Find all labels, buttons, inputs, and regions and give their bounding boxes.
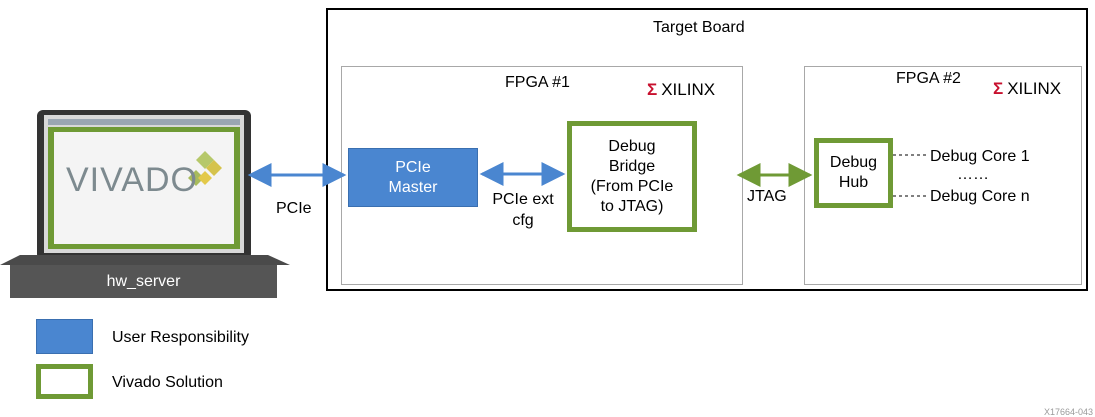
xilinx-logo-icon: Σ (993, 79, 1004, 98)
debug-bridge-block: Debug Bridge (From PCIe to JTAG) (567, 121, 697, 232)
pcie-ext-label-line1: PCIe ext (492, 191, 554, 208)
jtag-link-label: JTAG (747, 188, 787, 205)
legend-user-responsibility-label: User Responsibility (112, 329, 249, 346)
debug-bridge-line2: Bridge (608, 157, 656, 175)
vivado-wordmark: VIVADO (66, 161, 198, 199)
legend-user-responsibility-swatch (36, 319, 93, 354)
pcie-link-label: PCIe (276, 200, 312, 217)
pcie-master-line2: Master (388, 178, 438, 196)
debug-bridge-line4: to JTAG) (600, 197, 664, 215)
debug-hub-block: Debug Hub (814, 138, 893, 208)
debug-bridge-line1: Debug (608, 137, 656, 155)
debug-core-first: Debug Core 1 (930, 148, 1030, 165)
fpga1-title: FPGA #1 (505, 74, 570, 91)
vivado-logo-icon (188, 151, 222, 186)
debug-hub-line2: Hub (838, 174, 869, 191)
laptop-window-titlebar (48, 119, 240, 125)
debug-core-last: Debug Core n (930, 188, 1030, 205)
laptop-keyboard-deck (0, 255, 290, 265)
debug-bridge-line3: (From PCIe (590, 177, 674, 195)
pcie-ext-label-line2: cfg (512, 212, 534, 229)
hw-server-label: hw_server (10, 265, 277, 298)
legend-vivado-solution-label: Vivado Solution (112, 374, 223, 391)
legend-vivado-solution-swatch (36, 364, 93, 399)
fpga2-title: FPGA #2 (896, 70, 961, 87)
xilinx-logo-text: XILINX (661, 80, 716, 99)
debug-hub-line1: Debug (829, 154, 878, 171)
pcie-master-line1: PCIe (395, 158, 431, 176)
vivado-screen (54, 132, 234, 244)
target-board-title: Target Board (653, 19, 745, 36)
pcie-master-block: PCIe Master (348, 148, 478, 207)
laptop-illustration (0, 110, 290, 265)
xilinx-logo-text: XILINX (1007, 79, 1062, 98)
xilinx-logo-icon: Σ (647, 80, 658, 99)
target-board (326, 8, 1088, 291)
figure-id: X17664-043 (1043, 407, 1093, 417)
debug-core-ellipsis: …… (957, 166, 989, 183)
